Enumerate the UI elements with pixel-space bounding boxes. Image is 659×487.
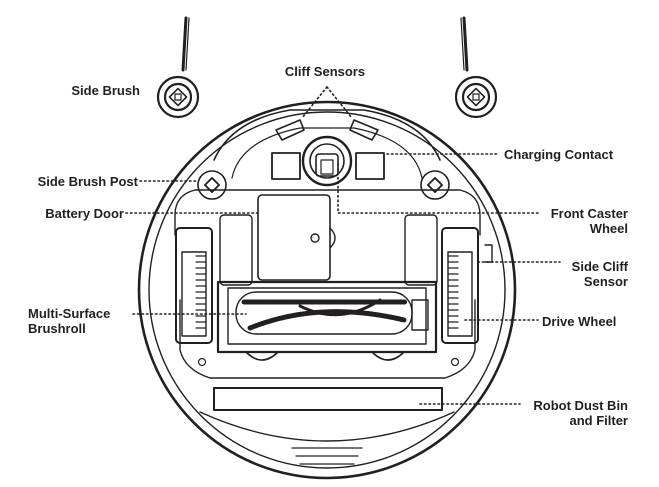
label-side-cliff-sensor: Side Cliff Sensor <box>530 259 628 289</box>
label-robot-dust-bin: Robot Dust Bin and Filter <box>510 398 628 428</box>
label-multi-surface-brushroll-line2: Brushroll <box>28 321 86 336</box>
label-charging-contact: Charging Contact <box>504 147 614 162</box>
label-multi-surface-brushroll-line1: Multi-Surface <box>28 306 111 321</box>
label-front-caster-wheel-line1: Front Caster <box>550 206 628 221</box>
label-cliff-sensors: Cliff Sensors <box>284 64 366 79</box>
label-side-cliff-sensor-line2: Sensor <box>583 274 628 289</box>
label-robot-dust-bin-line2: and Filter <box>569 413 628 428</box>
label-robot-dust-bin-line1: Robot Dust Bin <box>533 398 628 413</box>
label-multi-surface-brushroll: Multi-Surface Brushroll <box>28 306 110 336</box>
small-screws <box>197 237 460 367</box>
front-cliff-sensors <box>275 119 379 141</box>
dust-bin <box>199 387 455 465</box>
label-side-cliff-sensor-line1: Side Cliff <box>571 259 628 274</box>
label-front-caster-wheel: Front Caster Wheel <box>520 206 628 236</box>
brushroll <box>216 280 438 361</box>
label-side-brush-post: Side Brush Post <box>37 174 138 189</box>
label-side-brush: Side Brush <box>71 83 140 98</box>
side-brush-right <box>454 16 498 119</box>
leader-lines <box>125 86 561 405</box>
charging-contacts <box>271 152 385 180</box>
robot-body <box>137 100 517 480</box>
label-battery-door: Battery Door <box>45 206 124 221</box>
side-brush-left <box>156 16 200 119</box>
front-caster-wheel <box>301 135 353 187</box>
label-drive-wheel: Drive Wheel <box>542 314 617 329</box>
drive-wheel-right <box>441 227 493 344</box>
side-brush-posts <box>197 170 450 200</box>
drive-wheel-left <box>175 227 213 344</box>
label-front-caster-wheel-line2: Wheel <box>589 221 628 236</box>
battery-door <box>257 194 336 281</box>
